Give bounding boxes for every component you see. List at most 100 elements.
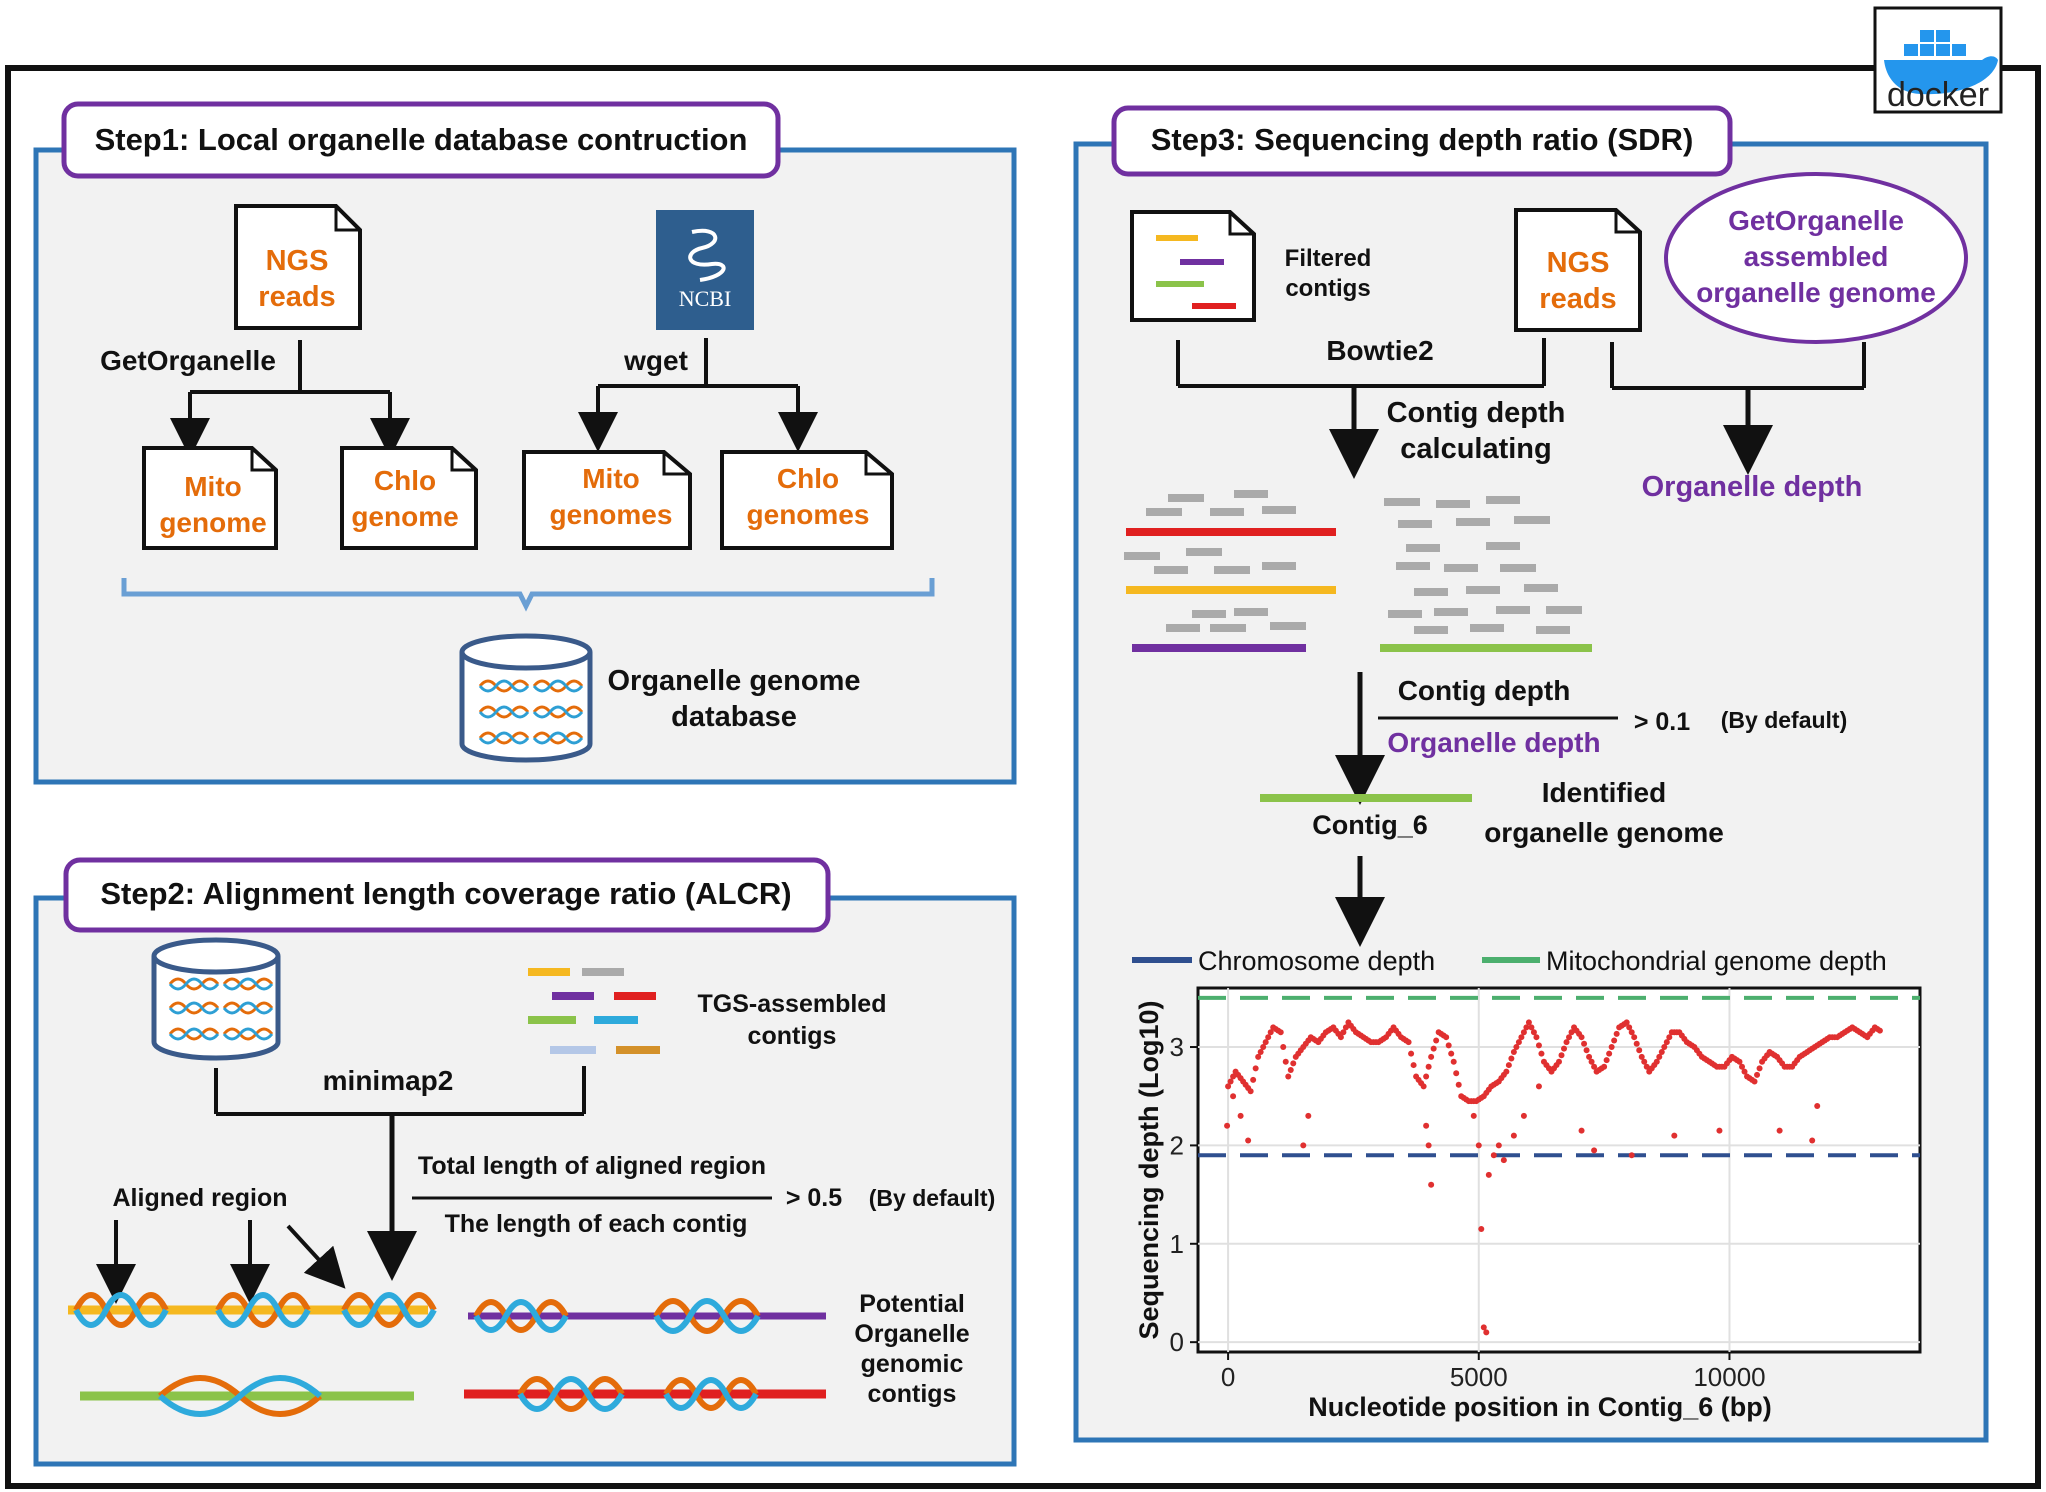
x-tick-label: 5000 (1450, 1362, 1508, 1392)
data-point (1754, 1071, 1761, 1078)
data-point (1608, 1044, 1615, 1051)
contig-calc-label-2: calculating (1400, 433, 1552, 465)
data-point (1876, 1027, 1883, 1034)
tgs-contigs-icon (528, 968, 660, 1054)
sdr-numerator: Contig depth (1398, 675, 1571, 706)
data-point (1485, 1171, 1492, 1178)
getorganelle-ellipse (1664, 172, 1968, 344)
data-point (1250, 1076, 1257, 1083)
getorganelle-tool-label: GetOrganelle (100, 345, 276, 376)
data-point (1591, 1063, 1598, 1070)
mito-genomes-label-1: Mito (582, 463, 640, 494)
aligned-region-label: Aligned region (113, 1184, 288, 1212)
legend-chromosome-label: Chromosome depth (1198, 946, 1435, 976)
data-point (1751, 1078, 1758, 1085)
data-point (1450, 1058, 1457, 1065)
data-point (1583, 1047, 1590, 1054)
data-point (1578, 1034, 1585, 1041)
x-axis-label: Nucleotide position in Contig_6 (bp) (1308, 1392, 1771, 1422)
data-point (1736, 1058, 1743, 1065)
data-point (1561, 1045, 1568, 1052)
data-point (1500, 1157, 1507, 1164)
data-point (1252, 1065, 1259, 1072)
tgs-label-1: TGS-assembled (698, 990, 887, 1018)
data-point (1225, 1083, 1232, 1090)
data-point (1448, 1050, 1455, 1057)
db-label-1: Organelle genome (607, 665, 860, 697)
getorg-label-3: organelle genome (1696, 277, 1936, 308)
step1-panel: Step1: Local organelle database contruct… (33, 101, 1017, 785)
data-point (1410, 1062, 1417, 1069)
data-point (1510, 1048, 1517, 1055)
x-tick-label: 0 (1221, 1362, 1235, 1392)
data-point (1603, 1057, 1610, 1064)
tgs-label-2: contigs (748, 1022, 837, 1050)
y-tick-label: 2 (1170, 1130, 1184, 1160)
data-point (1470, 1112, 1477, 1119)
data-point (1653, 1058, 1660, 1065)
y-tick-label: 0 (1170, 1327, 1184, 1357)
mito-genome-label-2: genome (159, 507, 266, 538)
data-point (1280, 1044, 1287, 1051)
depth-scatter-chart: Chromosome depth Mitochondrial genome de… (1132, 946, 1922, 1422)
data-point (1262, 1039, 1269, 1046)
legend-mito-label: Mitochondrial genome depth (1546, 946, 1887, 976)
chlo-genomes-doc-icon (720, 450, 894, 550)
data-point (1423, 1122, 1430, 1129)
filtered-label-1: Filtered (1285, 245, 1372, 272)
y-axis-label: Sequencing depth (Log10) (1134, 1000, 1164, 1339)
data-point (1814, 1103, 1821, 1110)
sdr-denominator: Organelle depth (1387, 727, 1600, 758)
alcr-numerator: Total length of aligned region (418, 1152, 766, 1180)
data-point (1428, 1181, 1435, 1188)
ngs-reads-doc-icon-2 (1514, 208, 1642, 332)
data-point (1453, 1070, 1460, 1077)
data-point (1613, 1030, 1620, 1037)
data-point (1611, 1037, 1618, 1044)
data-point (1658, 1048, 1665, 1055)
data-point (1631, 1034, 1638, 1041)
data-point (1408, 1050, 1415, 1057)
alcr-default: (By default) (869, 1185, 996, 1211)
data-point (1586, 1053, 1593, 1060)
data-point (1588, 1058, 1595, 1065)
chlo-genome-doc-icon (340, 446, 478, 550)
data-point (1643, 1063, 1650, 1070)
step2-panel: Step2: Alignment length coverage ratio (… (33, 857, 1017, 1467)
docker-text: docker (1887, 76, 1989, 114)
ngs-reads-doc-icon (234, 204, 362, 330)
data-point (1513, 1044, 1520, 1051)
data-point (1656, 1053, 1663, 1060)
x-tick-label: 10000 (1693, 1362, 1765, 1392)
sdr-threshold: > 0.1 (1634, 708, 1690, 736)
data-point (1443, 1034, 1450, 1041)
chlo-genome-label-1: Chlo (374, 465, 436, 496)
data-point (1265, 1034, 1272, 1041)
identified-label-1: Identified (1542, 777, 1666, 808)
step3-title: Step3: Sequencing depth ratio (SDR) (1151, 122, 1694, 157)
contig-calc-label-1: Contig depth (1387, 397, 1566, 429)
data-point (1638, 1053, 1645, 1060)
data-point (1483, 1329, 1490, 1336)
data-point (1628, 1029, 1635, 1036)
data-point (1342, 1024, 1349, 1031)
data-point (1535, 1042, 1542, 1049)
data-point (1628, 1152, 1635, 1159)
data-point (1606, 1050, 1613, 1057)
data-point (1305, 1112, 1312, 1119)
data-point (1230, 1073, 1237, 1080)
data-point (1503, 1068, 1510, 1075)
plot-grid (1198, 988, 1920, 1352)
potential-label-1: Potential (859, 1290, 965, 1318)
data-point (1290, 1060, 1297, 1067)
data-point (1445, 1042, 1452, 1049)
data-point (1423, 1073, 1430, 1080)
data-point (1285, 1073, 1292, 1080)
data-point (1671, 1132, 1678, 1139)
plot-area (1196, 986, 1922, 1354)
data-point (1581, 1040, 1588, 1047)
data-point (1518, 1034, 1525, 1041)
reference-lines (1198, 995, 1920, 1158)
getorg-label-2: assembled (1744, 241, 1889, 272)
